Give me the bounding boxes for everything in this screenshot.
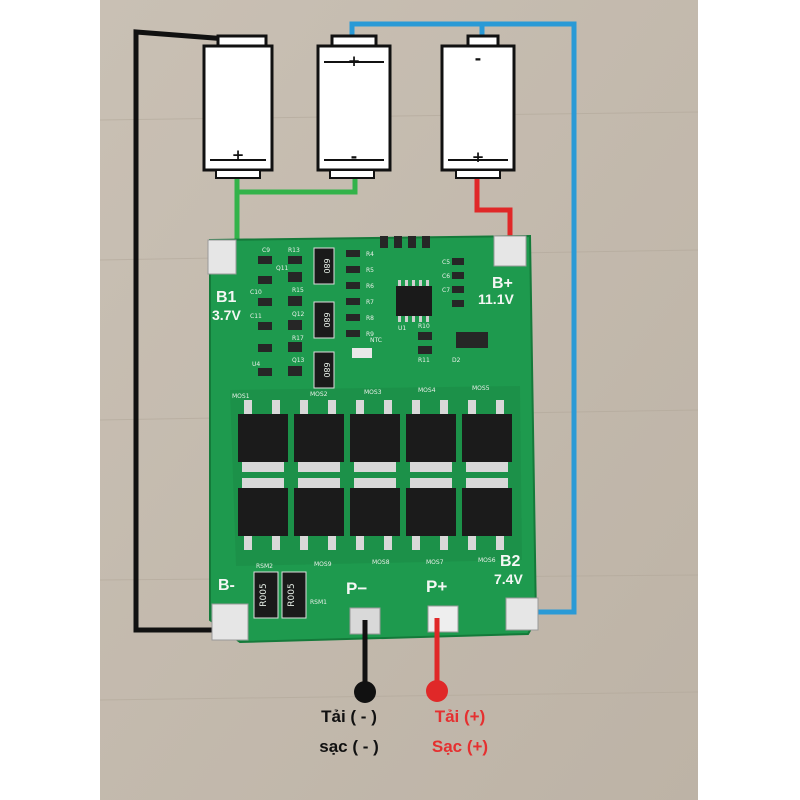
svg-text:MOS2: MOS2 [310,391,328,398]
svg-text:R17: R17 [292,335,304,342]
svg-text:R9: R9 [366,331,374,338]
caption-load-negative: Tải ( - ) [321,707,377,726]
svg-text:C5: C5 [442,259,450,266]
green-wire [234,172,358,195]
resistor-680-3: 680 [313,351,335,389]
load-negative-terminal [354,681,376,703]
svg-text:MOS4: MOS4 [418,387,436,394]
shunt-resistor-1: R005 [253,571,279,619]
pad-b1 [207,239,237,275]
svg-text:R005: R005 [259,583,269,606]
svg-text:MOS8: MOS8 [372,559,390,566]
battery-2-top-sign: + [348,52,361,70]
svg-text:C9: C9 [262,247,270,254]
svg-text:R005: R005 [287,583,297,606]
battery-3-bottom-sign: + [472,148,485,166]
svg-text:NTC: NTC [370,337,382,344]
svg-text:R11: R11 [418,357,430,364]
label-b1-voltage: 3.7V [212,307,241,323]
label-pplus: P+ [426,577,447,596]
svg-text:R8: R8 [366,315,374,322]
label-bplus: B+ [492,275,513,292]
svg-text:MOS1: MOS1 [232,393,250,400]
label-b2-voltage: 7.4V [494,571,523,587]
svg-text:C7: C7 [442,287,450,294]
caption-charge-negative: sạc ( - ) [319,737,379,756]
label-pminus: P− [346,579,367,598]
svg-text:R13: R13 [288,247,300,254]
svg-text:Q12: Q12 [292,311,305,318]
black-wire [133,29,241,633]
label-bplus-voltage: 11.1V [478,291,514,307]
battery-3: - + [440,34,516,179]
bms-pcb: B1 3.7V B+ 11.1V B2 7.4V B- P− P+ 680 68… [207,234,539,644]
smd-components [258,236,488,376]
svg-text:MOS3: MOS3 [364,389,382,396]
svg-text:Q13: Q13 [292,357,305,364]
caption-load-positive: Tải (+) [435,707,486,726]
pad-bminus [211,603,249,641]
caption-charge-positive: Sạc (+) [432,737,488,756]
svg-text:R15: R15 [292,287,304,294]
pad-b2 [505,597,539,631]
svg-text:C11: C11 [250,313,262,320]
pad-pplus [427,605,459,633]
svg-text:680: 680 [322,312,331,327]
shunt-resistor-2: R005 [281,571,307,619]
battery-2-bottom-sign: - [351,147,358,166]
resistor-680-1: 680 [313,247,335,285]
svg-text:U4: U4 [252,361,260,368]
svg-text:C10: C10 [250,289,262,296]
red-wire [474,178,513,243]
battery-2: + - [316,34,392,179]
control-ic [396,286,432,316]
blue-wire [349,21,577,615]
svg-text:C6: C6 [442,273,450,280]
svg-text:MOS7: MOS7 [426,559,444,566]
svg-text:R6: R6 [366,283,374,290]
pad-bplus [493,235,527,267]
smd-tags: C9 R13 C10 Q11 R15 C11 Q12 R17 Q13 U4 R4… [250,247,461,606]
resistor-680-2: 680 [313,301,335,339]
load-positive-terminal [426,680,448,702]
mos-labels: MOS1 MOS2 MOS3 MOS4 MOS5 MOS9 MOS8 MOS7 … [232,385,496,568]
svg-text:U1: U1 [398,325,406,332]
mosfet-row-bottom [238,478,512,550]
svg-text:R7: R7 [366,299,374,306]
mosfet-row-top [238,400,512,472]
battery-3-top-sign: - [475,49,482,68]
svg-text:RSM2: RSM2 [256,563,273,570]
svg-text:680: 680 [322,258,331,273]
label-b1: B1 [216,289,237,306]
svg-text:R4: R4 [366,251,374,258]
svg-text:MOS5: MOS5 [472,385,490,392]
svg-text:D2: D2 [452,357,461,364]
label-b2: B2 [500,553,521,570]
label-bminus: B- [218,577,235,594]
svg-text:MOS9: MOS9 [314,561,332,568]
svg-text:RSM1: RSM1 [310,599,327,606]
svg-text:R5: R5 [366,267,374,274]
svg-text:R10: R10 [418,323,430,330]
svg-text:Q11: Q11 [276,265,289,272]
battery-1-bottom-sign: + [232,146,245,164]
svg-text:MOS6: MOS6 [478,557,496,564]
svg-text:680: 680 [322,362,331,377]
battery-1: + [202,34,274,179]
ic-pins [398,280,429,322]
